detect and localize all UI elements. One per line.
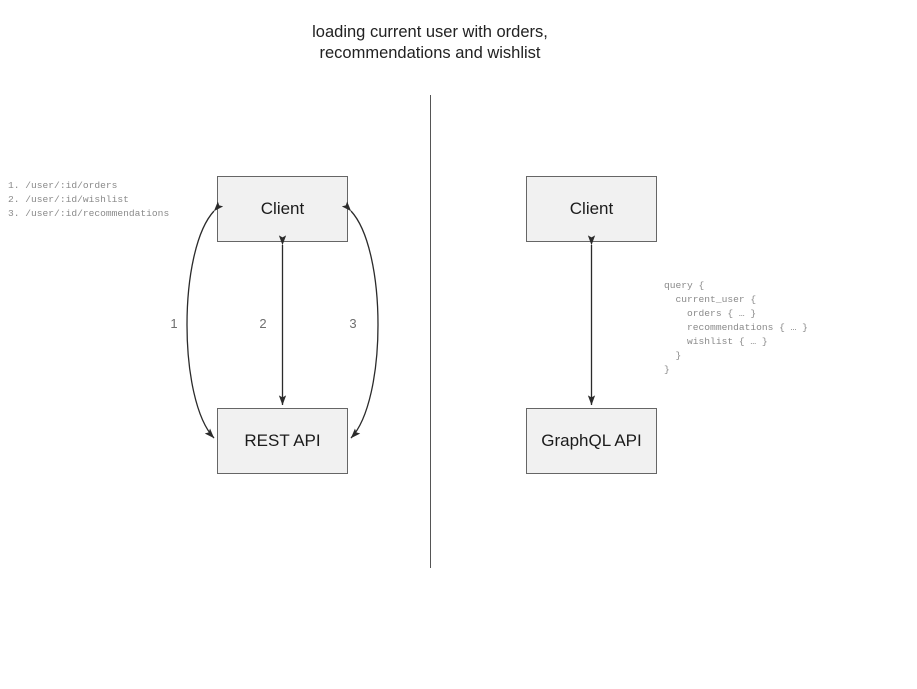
node-rest-api[interactable]: REST API [217,408,348,474]
node-graphql-api-label: GraphQL API [541,431,642,450]
rest-endpoint-list: 1. /user/:id/orders 2. /user/:id/wishlis… [8,180,170,219]
node-rest-api-label: REST API [244,431,321,450]
node-client-rest[interactable]: Client [217,176,348,242]
node-client-rest-label: Client [260,199,305,218]
vertical-divider [430,95,431,568]
arrow-label-1: 1 [170,316,178,331]
graphql-query-snippet: query { current_user { orders { … } reco… [664,280,808,375]
node-client-graphql[interactable]: Client [526,176,657,242]
arrow-label-2: 2 [259,316,267,331]
arrow-1-curved-bidirectional [186,201,224,439]
page-title: loading current user with orders, recomm… [312,23,548,62]
node-graphql-api[interactable]: GraphQL API [526,408,657,474]
arrow-label-3: 3 [349,316,357,331]
node-client-graphql-label: Client [569,199,614,218]
